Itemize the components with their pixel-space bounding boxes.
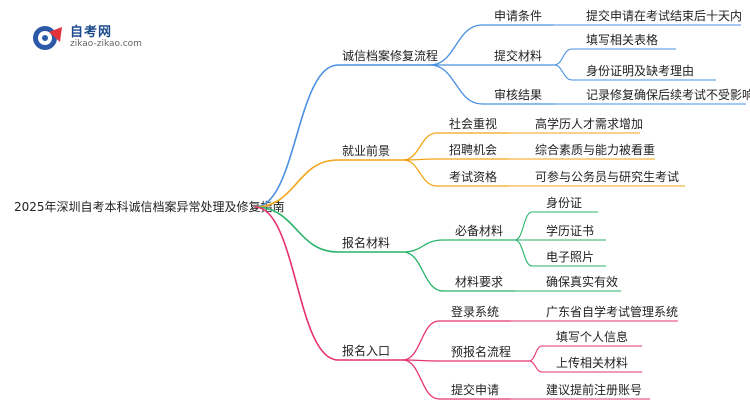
sub-connector	[429, 24, 483, 66]
branch-connector	[254, 206, 339, 253]
leaf-label: 记录修复确保后续考试不受影响	[586, 87, 750, 102]
sub-topic-label: 必备材料	[455, 224, 503, 238]
leaf-connector	[514, 239, 533, 267]
logo-title: 自考网	[70, 25, 113, 40]
leaf-label: 上传相关材料	[556, 355, 628, 370]
leaf-label: 身份证	[546, 195, 582, 210]
branch-connector	[254, 206, 339, 361]
leaf-label: 可参与公务员与研究生考试	[535, 169, 679, 184]
graduation-cap-logo-icon	[33, 26, 62, 50]
leaf-connector	[514, 211, 533, 241]
sub-connector	[402, 320, 440, 361]
sub-topic-label: 预报名流程	[451, 344, 511, 359]
branch-label: 诚信档案修复流程	[342, 48, 438, 63]
sub-connector	[402, 359, 440, 362]
sub-connector	[402, 132, 438, 161]
sub-topic-label: 审核结果	[494, 87, 542, 102]
branch-connector	[254, 64, 339, 208]
sub-topic-label: 材料要求	[455, 275, 503, 289]
leaf-label: 建议提前注册账号	[546, 382, 642, 397]
sub-topic-label: 提交材料	[494, 48, 542, 63]
leaf-connector	[553, 64, 573, 81]
root-topic: 2025年深圳自考本科诚信档案异常处理及修复指南	[14, 199, 285, 214]
branch-label: 报名材料	[342, 235, 390, 250]
logo-url: zikao-zikao.com	[70, 39, 142, 49]
leaf-label: 广东省自学考试管理系统	[546, 304, 678, 319]
site-logo: 自考网 zikao-zikao.com	[30, 20, 142, 54]
branch-label: 就业前景	[342, 143, 390, 158]
sub-topic-label: 社会重视	[449, 116, 497, 131]
sub-connector	[402, 359, 440, 400]
leaf-connector	[528, 345, 543, 362]
leaf-label: 确保真实有效	[546, 274, 618, 289]
sub-connector	[402, 239, 444, 253]
sub-connector	[402, 159, 438, 187]
sub-connector	[429, 64, 483, 105]
leaf-label: 学历证书	[546, 223, 594, 238]
sub-topic-label: 提交申请	[451, 382, 499, 397]
leaf-label: 填写个人信息	[556, 329, 628, 344]
leaf-label: 填写相关表格	[586, 32, 658, 47]
leaf-label: 综合素质与能力被看重	[535, 142, 655, 157]
sub-topic-label: 招聘机会	[449, 143, 497, 157]
sub-topic-label: 申请条件	[494, 9, 542, 23]
sub-topic-label: 登录系统	[451, 304, 499, 319]
sub-connector	[402, 251, 444, 292]
branch-connector	[254, 159, 339, 208]
leaf-connector	[528, 360, 543, 373]
branch-label: 报名入口	[342, 343, 390, 358]
leaf-label: 电子照片	[546, 250, 594, 264]
leaf-label: 提交申请在考试结束后十天内	[586, 8, 742, 23]
sub-topic-label: 考试资格	[449, 169, 497, 184]
leaf-label: 高学历人才需求增加	[535, 116, 643, 131]
leaf-label: 身份证明及缺考理由	[586, 63, 694, 78]
leaf-connector	[553, 48, 573, 66]
